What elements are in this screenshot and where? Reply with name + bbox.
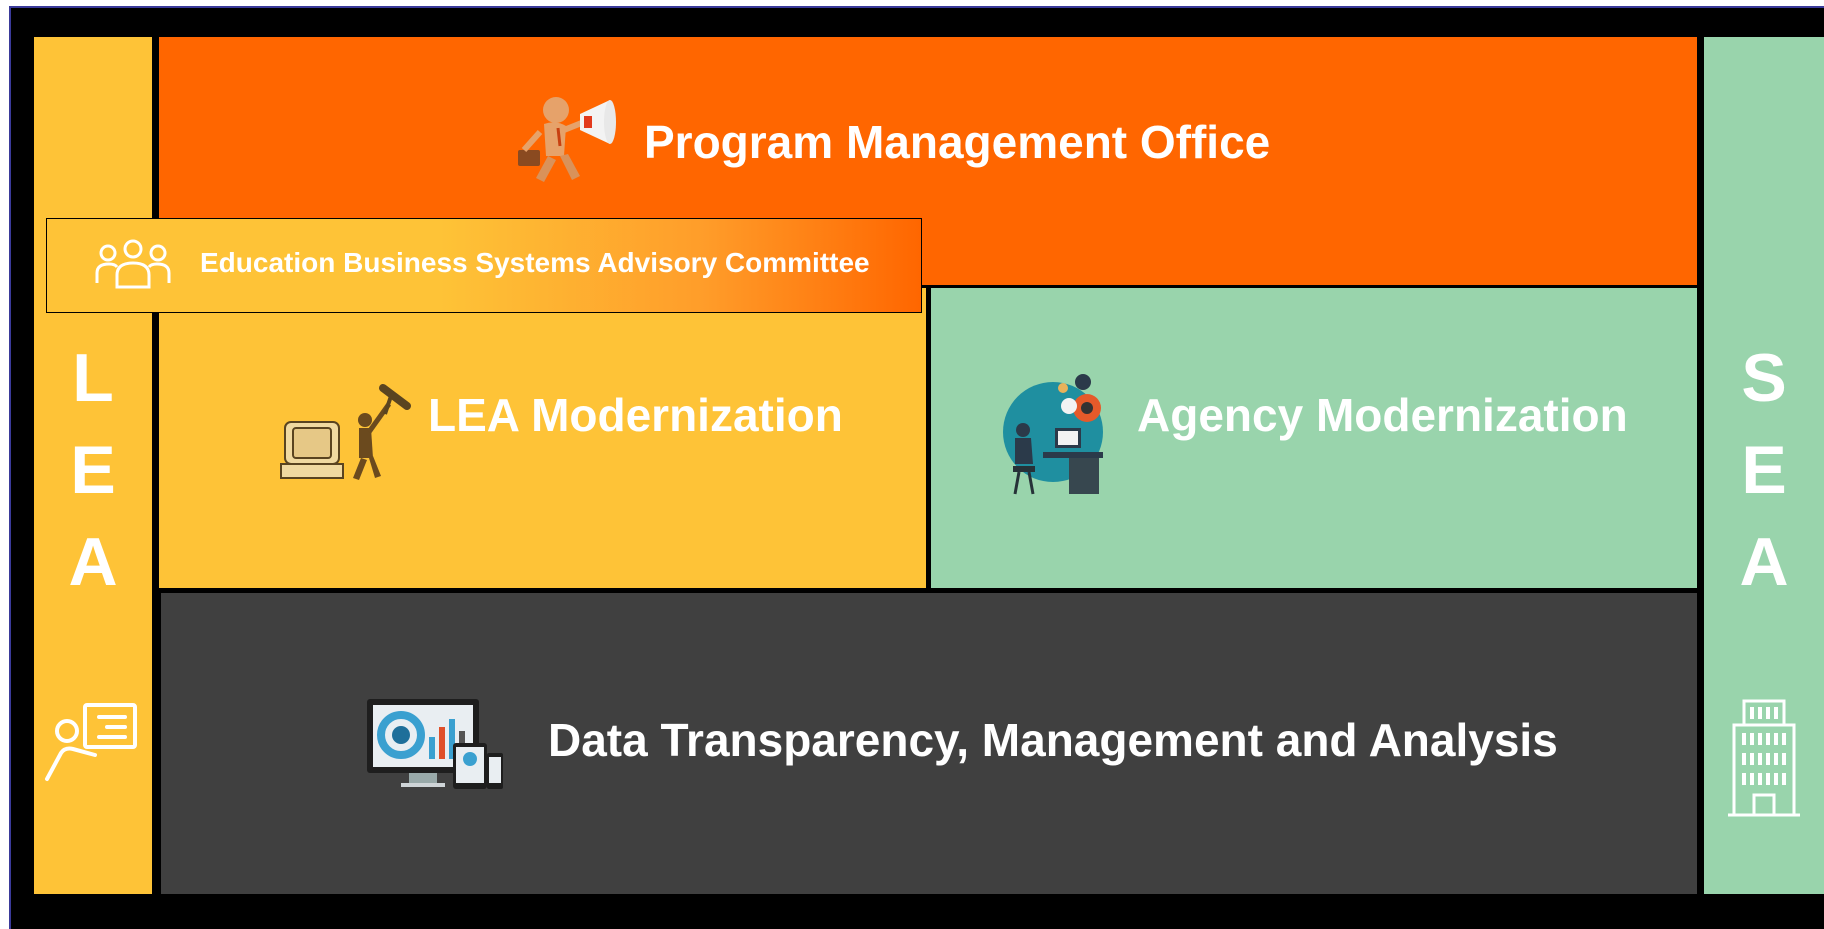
lea-letters: L E A <box>34 332 152 608</box>
agency-modernization-title: Agency Modernization <box>1137 389 1628 441</box>
lea-modernization-title: LEA Modernization <box>428 389 843 441</box>
building-icon <box>1728 699 1800 817</box>
hammer-computer-icon <box>280 384 411 480</box>
sea-letter: S <box>1741 340 1787 416</box>
lea-letter: A <box>68 524 118 600</box>
advisory-committee-title: Education Business Systems Advisory Comm… <box>200 247 870 278</box>
people-group-icon <box>95 239 171 289</box>
agency-modernization-box: Agency Modernization <box>931 288 1697 588</box>
sea-column: S E A <box>1704 37 1824 894</box>
sea-letters: S E A <box>1704 332 1824 608</box>
program-management-office-title: Program Management Office <box>644 116 1271 168</box>
office-worker-icon <box>1003 374 1103 495</box>
devices-dashboard-icon <box>367 699 503 789</box>
sea-letter: E <box>1741 432 1787 508</box>
presenter-icon <box>45 703 137 781</box>
data-transparency-title: Data Transparency, Management and Analys… <box>548 714 1558 766</box>
sea-letter: A <box>1739 524 1789 600</box>
lea-letter: L <box>72 340 114 416</box>
lea-column: L E A <box>34 37 152 894</box>
lea-letter: E <box>70 432 116 508</box>
advisory-committee-box: Education Business Systems Advisory Comm… <box>46 218 922 313</box>
data-transparency-box: Data Transparency, Management and Analys… <box>161 593 1697 894</box>
megaphone-person-icon <box>518 97 616 182</box>
lea-modernization-box: LEA Modernization <box>159 288 926 588</box>
